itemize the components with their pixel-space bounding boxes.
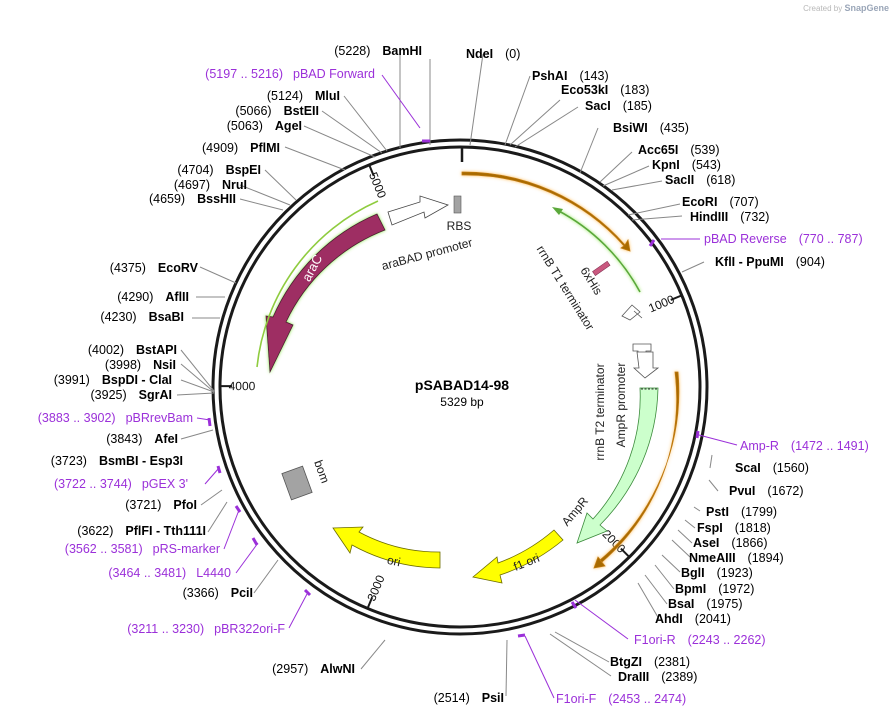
primer-pbrrevbam: (3883 .. 3902)pBRrevBam [38, 411, 193, 425]
label-ampr-promoter: AmpR promoter [614, 363, 628, 448]
site-asei: AseI(1866) [693, 536, 768, 550]
site-agei: (5063)AgeI [227, 119, 302, 133]
site-psti: PstI(1799) [706, 505, 777, 519]
backbone-outer [211, 138, 709, 636]
site-pflfi-tth111i: (3622)PflFI - Tth111I [77, 524, 206, 538]
feature-orange-right-frame [593, 371, 680, 569]
site-psii: (2514)PsiI [434, 691, 504, 705]
primer-leaders [196, 74, 738, 699]
leader-lines [176, 52, 719, 697]
ruler-tick [670, 294, 683, 301]
feature-ori [332, 526, 441, 569]
feature-f1-ori [472, 529, 564, 584]
primer-l4440: (3464 .. 3481)L4440 [108, 566, 231, 580]
site-draiii: DraIII(2389) [618, 670, 697, 684]
site-bpmi: BpmI(1972) [675, 582, 754, 596]
primer-f1ori-r: F1ori-R(2243 .. 2262) [634, 633, 766, 647]
snapgene-brand: SnapGene [844, 3, 889, 13]
site-alwni: (2957)AlwNI [272, 662, 355, 676]
site-pshai: PshAI(143) [532, 69, 609, 83]
feature-terminator-t1 [621, 304, 643, 321]
site-nrui: (4697)NruI [174, 178, 247, 192]
site-mlui: (5124)MluI [267, 89, 340, 103]
site-pfoi: (3721)PfoI [125, 498, 197, 512]
site-ahdi: AhdI(2041) [655, 612, 731, 626]
ruler-tick-label: 5000 [366, 170, 389, 200]
site-eco53ki: Eco53kI(183) [561, 83, 649, 97]
snapgene-credit: Created by SnapGene [803, 3, 889, 13]
site-nsii: (3998)NsiI [105, 358, 176, 372]
label-arabad-promoter: araBAD promoter [380, 235, 474, 273]
site-ecorv: (4375)EcoRV [110, 261, 199, 275]
ruler-tick [366, 597, 374, 609]
primer-prs-marker: (3562 .. 3581)pRS-marker [65, 542, 220, 556]
credit-prefix: Created by [803, 4, 843, 13]
label-f1-ori: f1 ori [512, 551, 542, 574]
site-kpni: KpnI(543) [652, 158, 721, 172]
site-bsai: BsaI(1975) [668, 597, 743, 611]
feature-bom [281, 465, 313, 501]
site-fspi: FspI(1818) [697, 521, 771, 535]
ruler-tick [368, 164, 375, 177]
site-pflmi: (4909)PflMI [202, 141, 280, 155]
primer-pbr322ori-f: (3211 .. 3230)pBR322ori-F [127, 622, 285, 636]
feature-rbs [453, 195, 462, 214]
primer-marks [207, 139, 700, 638]
site-nmeaiii: NmeAIII(1894) [689, 551, 784, 565]
feature-orange-top-frame [461, 171, 631, 252]
sites-left: (2514)PsiI (2957)AlwNI (3366)PciI (3622)… [51, 44, 504, 705]
label-rrnb-t2: rrnB T2 terminator [593, 363, 607, 460]
ruler-tick-label: 4000 [229, 379, 256, 393]
site-ndei: NdeI(0) [466, 47, 520, 61]
label-ori: ori [386, 553, 402, 569]
feature-arabad-promoter [387, 195, 449, 226]
primer-pbad-forward: (5197 .. 5216)pBAD Forward [205, 67, 375, 81]
site-sgrai: (3925)SgrAI [91, 388, 172, 402]
label-rbs: RBS [447, 219, 472, 233]
site-ecori: EcoRI(707) [682, 195, 759, 209]
site-pcii: (3366)PciI [183, 586, 253, 600]
ruler-tick-label: 1000 [646, 292, 676, 315]
site-sacii: SacII(618) [665, 173, 735, 187]
site-acc65i: Acc65I(539) [638, 143, 720, 157]
site-bgli: BglI(1923) [681, 566, 753, 580]
feature-green-top-frame [556, 209, 641, 293]
site-kfli-ppumi: KflI - PpuMI(904) [715, 255, 825, 269]
site-bsabi: (4230)BsaBI [100, 310, 184, 324]
site-btgzi: BtgZI(2381) [610, 655, 690, 669]
site-bstapi: (4002)BstAPI [88, 343, 177, 357]
ruler-tick-label: 3000 [364, 573, 387, 603]
site-afei: (3843)AfeI [106, 432, 178, 446]
site-bspei: (4704)BspEI [177, 163, 261, 177]
plasmid-length: 5329 bp [440, 395, 484, 409]
site-hindiii: HindIII(732) [690, 210, 769, 224]
site-bsshii: (4659)BssHII [149, 192, 236, 206]
site-bamhi: (5228)BamHI [334, 44, 422, 58]
primer-labels: (5197 .. 5216)pBAD Forward pBAD Reverse(… [38, 67, 869, 706]
plasmid-name: pSABAD14-98 [415, 377, 509, 393]
label-bom: bom [311, 458, 332, 485]
primer-pbad-reverse: pBAD Reverse(770 .. 787) [704, 232, 863, 246]
feature-arac [265, 213, 386, 374]
site-bsiwi: BsiWI(435) [613, 121, 689, 135]
primer-pgex-3: (3722 .. 3744)pGEX 3' [54, 477, 188, 491]
feature-arac-frame [256, 200, 379, 368]
site-bspdi-clai: (3991)BspDI - ClaI [54, 373, 172, 387]
site-saci: SacI(185) [585, 99, 652, 113]
primer-f1ori-f: F1ori-F(2453 .. 2474) [556, 692, 686, 706]
site-pvui: PvuI(1672) [729, 484, 804, 498]
feature-green-top-arrowhead [552, 207, 563, 215]
site-bsmbi-esp3i: (3723)BsmBI - Esp3I [51, 454, 183, 468]
site-aflii: (4290)AflII [117, 290, 189, 304]
site-bsteii: (5066)BstEII [235, 104, 319, 118]
feature-6xhis [592, 260, 611, 276]
ruler-tick [620, 547, 631, 558]
feature-ampr [576, 387, 659, 544]
sites-right: NdeI(0) PshAI(143) Eco53kI(183) SacI(185… [466, 47, 825, 684]
site-scai: ScaI(1560) [735, 461, 809, 475]
feature-ampr-promoter [632, 351, 660, 379]
primer-amp-r: Amp-R(1472 .. 1491) [740, 439, 869, 453]
